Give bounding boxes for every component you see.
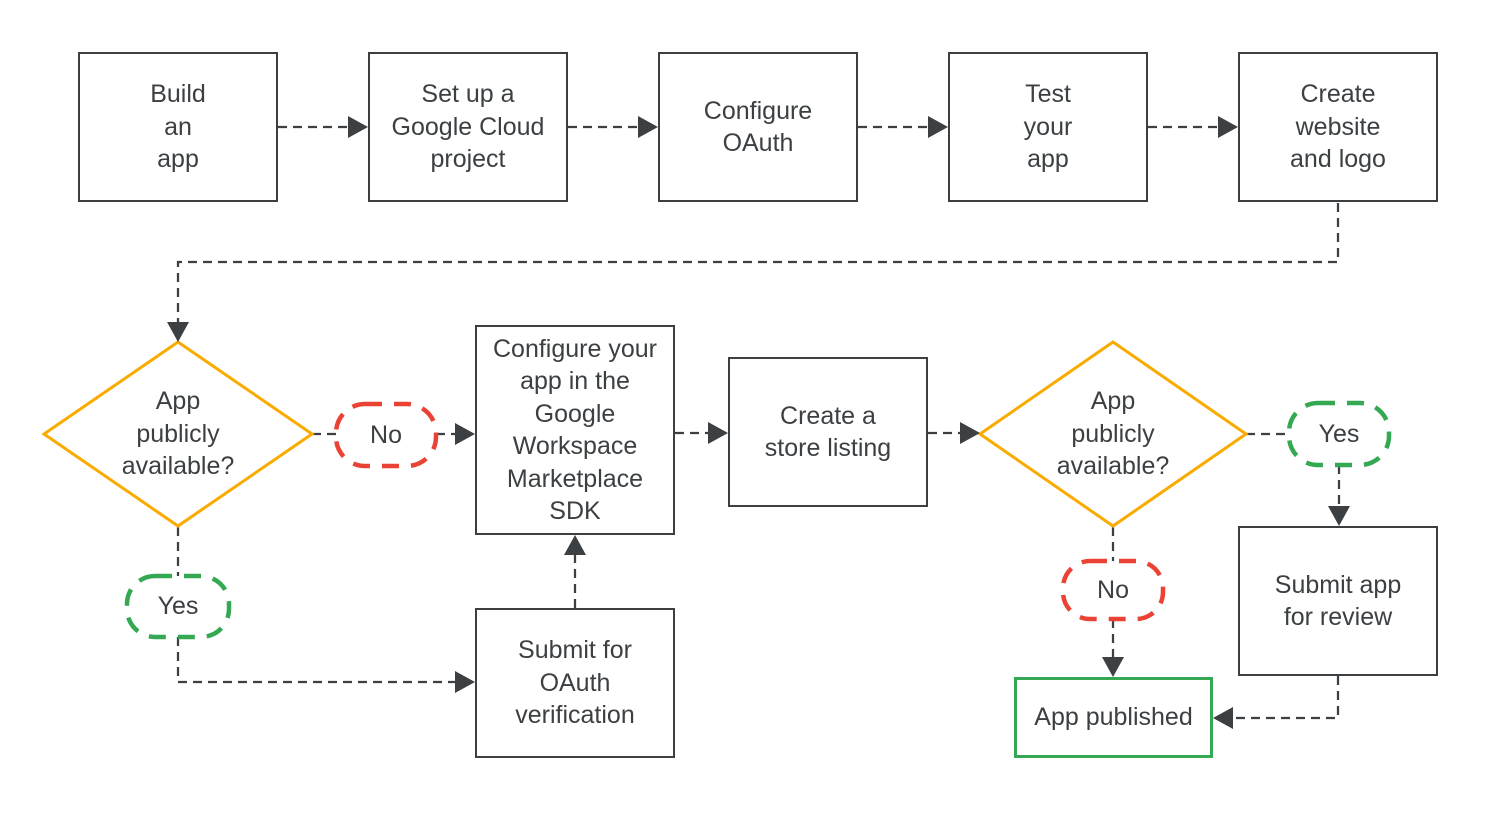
step-app-published-label: App published <box>1034 703 1193 732</box>
arrowhead-into-decision-left <box>167 322 189 342</box>
step-test-app-label: Test your app <box>1023 80 1073 174</box>
arrowhead-into-store-listing <box>708 422 728 444</box>
step-build-app: Build an app <box>78 52 278 202</box>
arrowhead-into-app-published-top <box>1102 657 1124 677</box>
arrowhead-into-sdk-bottom <box>564 535 586 555</box>
step-configure-oauth: Configure OAuth <box>658 52 858 202</box>
arrowhead-into-submit-review <box>1328 506 1350 526</box>
step-setup-project: Set up a Google Cloud project <box>368 52 568 202</box>
step-create-website-label: Create website and logo <box>1290 80 1386 174</box>
step-configure-oauth-label: Configure OAuth <box>703 96 813 158</box>
decision-diamond-left <box>41 340 315 528</box>
arrowhead-into-decision-right <box>960 422 980 444</box>
arrowhead-into-test <box>928 116 948 138</box>
arrowhead-into-app-published-right <box>1213 707 1233 729</box>
step-setup-project-label: Set up a Google Cloud project <box>391 80 545 174</box>
arrowhead-into-submit-oauth <box>455 671 475 693</box>
connector-yes-to-submit-oauth <box>176 637 457 684</box>
yes-oval-right <box>1286 400 1392 468</box>
connector-submit-review-to-app-published <box>1232 676 1340 720</box>
no-oval-left <box>333 401 439 469</box>
decision-diamond-right <box>977 340 1249 528</box>
step-store-listing: Create a store listing <box>728 357 928 507</box>
step-test-app: Test your app <box>948 52 1148 202</box>
step-submit-review: Submit app for review <box>1238 526 1438 676</box>
step-submit-oauth-label: Submit for OAuth verification <box>515 636 635 730</box>
step-configure-sdk-label: Configure your app in the Google Workspa… <box>493 334 657 526</box>
arrowhead-into-setup <box>348 116 368 138</box>
yes-oval-left <box>124 573 232 640</box>
step-submit-oauth: Submit for OAuth verification <box>475 608 675 758</box>
step-submit-review-label: Submit app for review <box>1274 570 1402 632</box>
arrowhead-into-configure-sdk <box>455 423 475 445</box>
arrowhead-into-oauth <box>638 116 658 138</box>
connector-website-to-decision-left <box>176 203 1340 324</box>
arrowhead-into-website <box>1218 116 1238 138</box>
step-create-website: Create website and logo <box>1238 52 1438 202</box>
step-app-published: App published <box>1014 677 1213 758</box>
no-oval-right <box>1060 558 1166 622</box>
step-store-listing-label: Create a store listing <box>764 401 892 463</box>
step-build-app-label: Build an app <box>150 80 206 174</box>
step-configure-sdk: Configure your app in the Google Workspa… <box>475 325 675 535</box>
